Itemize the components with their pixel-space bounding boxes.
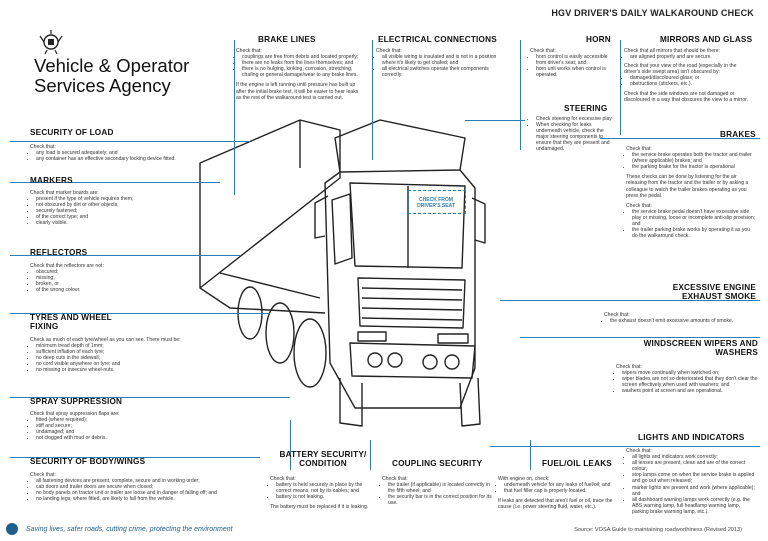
horn-title: HORN [586, 35, 611, 44]
crest-logo-icon [39, 30, 63, 55]
footer-logo-icon [6, 523, 18, 535]
fuel-text: With engine on, check: underneath vehicl… [498, 476, 620, 510]
lights-text: Check that: all lights and indicators wo… [626, 448, 758, 515]
driver-seat-box [408, 190, 466, 214]
body-text: Check that: all fastening devices are pr… [30, 472, 258, 502]
mirrors-text: Check that all mirrors that should be th… [624, 48, 754, 103]
exhaust-text: Check that: the exhaust doesn't emit exc… [604, 312, 759, 324]
driver-seat-label: CHECK FROM DRIVER'S SEAT [417, 197, 455, 209]
battery-text: Check that: battery is held securely in … [270, 476, 374, 510]
wipers-text: Check that: wipers move continually when… [616, 364, 758, 394]
footer-source: Source: VOSA Guide to maintaining roadwo… [574, 527, 742, 533]
coupling-text: Check that: the trailer (if applicable) … [382, 476, 492, 506]
mirrors-title: MIRRORS AND GLASS [660, 35, 753, 44]
brake-lines-title: BRAKE LINES [258, 35, 316, 44]
security-load-text: Check that: any load is secured adequate… [30, 144, 230, 162]
page-title: HGV DRIVER'S DAILY WALKAROUND CHECK [551, 8, 754, 18]
markers-text: Check that marker boards are: present if… [30, 190, 180, 227]
footer-slogan: Saving lives, safer roads, cutting crime… [26, 526, 233, 533]
wipers-title: WINDSCREEN WIPERS AND WASHERS [643, 339, 758, 357]
exhaust-title: EXCESSIVE ENGINE EXHAUST SMOKE [672, 283, 756, 301]
reflectors-text: Check that the reflectors are not: obscu… [30, 263, 180, 293]
brake-lines-text: Check that: couplings are free from debr… [236, 48, 364, 101]
truck-illustration [199, 119, 486, 427]
reflectors-title: REFLECTORS [30, 248, 88, 257]
horn-text: Check that: horn control is easily acces… [530, 48, 616, 78]
tyres-text: Check as much of each tyre/wheel as you … [30, 337, 210, 374]
electrical-title: ELECTRICAL CONNECTIONS [378, 35, 497, 44]
spray-text: Check that spray suppression flaps are: … [30, 411, 190, 441]
steering-title: STEERING [564, 104, 608, 113]
security-load-title: SECURITY OF LOAD [30, 128, 114, 137]
fuel-title: FUEL/OIL LEAKS [542, 459, 612, 468]
agency-name: Vehicle & Operator Services Agency [34, 55, 190, 96]
markers-title: MARKERS [30, 176, 73, 185]
tyres-title: TYRES AND WHEEL FIXING [30, 313, 112, 331]
brakes-title: BRAKES [720, 130, 756, 139]
spray-title: SPRAY SUPPRESSION [30, 397, 123, 406]
brakes-text: Check that: the service brake operates b… [626, 146, 756, 239]
electrical-text: Check that: all visible wiring is insula… [376, 48, 508, 78]
lights-title: LIGHTS AND INDICATORS [638, 433, 745, 442]
steering-text: Check steering for excessive play When c… [530, 116, 614, 153]
coupling-title: COUPLING SECURITY [392, 459, 483, 468]
battery-title: BATTERY SECURITY/ CONDITION [279, 450, 367, 468]
body-title: SECURITY OF BODY/WINGS [30, 457, 146, 466]
